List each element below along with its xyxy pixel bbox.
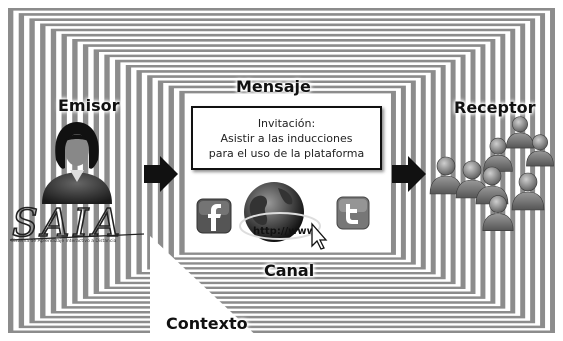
globe-icon: http://www. (239, 182, 328, 250)
person-receptor-icon (526, 134, 554, 167)
label-canal: Canal (264, 261, 315, 280)
message-line: Invitación: (257, 117, 316, 130)
saia-logo: SAIA (9, 206, 145, 246)
label-receptor: Receptor (454, 98, 536, 117)
people-group-icon (429, 116, 554, 231)
message-line: Asistir a las inducciones (220, 132, 353, 145)
label-mensaje: Mensaje (236, 77, 311, 96)
arrow-right-icon (392, 156, 426, 192)
globe-url-text: http://www. (253, 226, 319, 237)
message-box: Invitación: Asistir a las inducciones pa… (191, 106, 382, 170)
cursor-icon (311, 222, 328, 250)
person-receptor-icon (506, 116, 534, 149)
person-receptor-icon (511, 172, 545, 211)
message-line: para el uso de la plataforma (208, 147, 365, 160)
label-emisor: Emisor (58, 96, 120, 115)
person-emisor-icon (42, 122, 112, 204)
label-contexto: Contexto (166, 314, 248, 333)
person-receptor-icon (429, 156, 463, 195)
twitter-icon (336, 196, 370, 230)
person-receptor-icon (482, 195, 514, 231)
facebook-icon (196, 198, 232, 234)
saia-subtitle: Sistema de Aprendizaje Interactivo a Dis… (11, 239, 117, 244)
person-receptor-icon (483, 137, 513, 172)
arrow-right-icon (144, 156, 178, 192)
